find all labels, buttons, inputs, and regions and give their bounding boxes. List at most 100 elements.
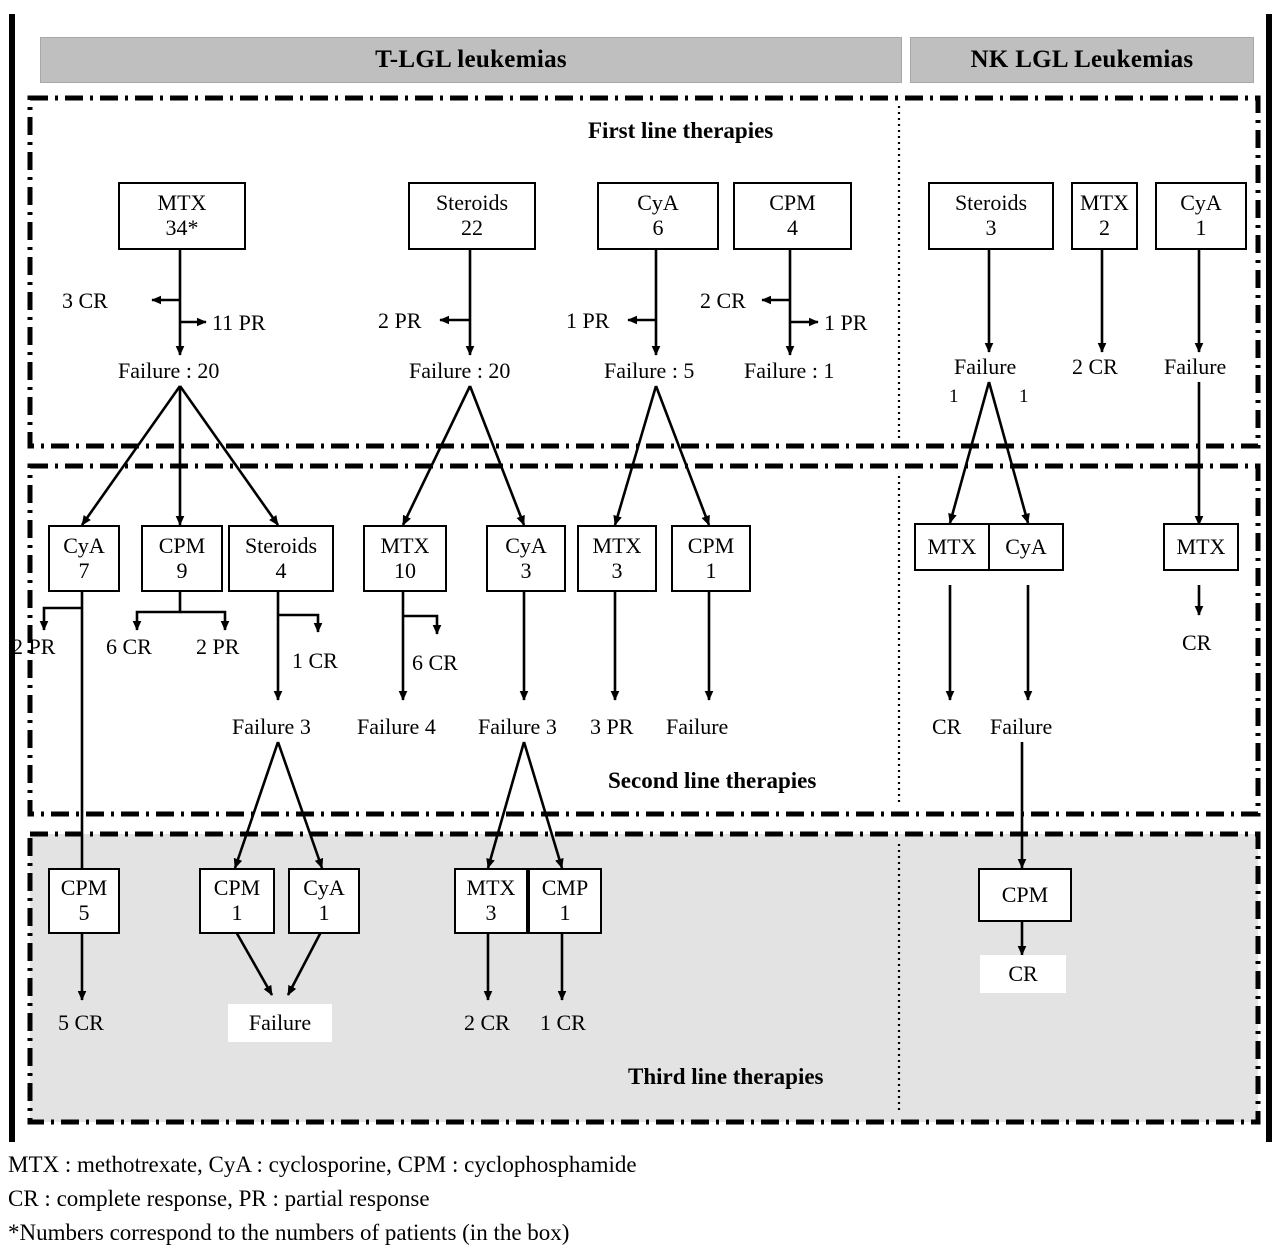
- node-n1-steroids[interactable]: Steroids 3: [928, 182, 1054, 250]
- node-drug: CMP: [541, 875, 589, 901]
- node-drug: CPM: [60, 875, 108, 901]
- node-drug: CyA: [1180, 190, 1222, 216]
- node-drug: MTX: [927, 533, 977, 559]
- outcome-t2-cpm-cr: 6 CR: [106, 634, 152, 659]
- node-count: 1: [705, 557, 717, 583]
- outcome-n1-mtx-cr: 2 CR: [1072, 354, 1118, 379]
- node-count: 9: [176, 557, 188, 583]
- node-drug: MTX: [1176, 533, 1226, 559]
- legend-line-3: *Numbers correspond to the numbers of pa…: [8, 1220, 570, 1245]
- node-drug: MTX: [592, 532, 642, 558]
- outcome-t2-mtx3-pr: 3 PR: [590, 714, 634, 739]
- node-count: 5: [78, 900, 90, 925]
- node-t2-mtx3[interactable]: MTX 3: [577, 525, 657, 592]
- node-count: 4: [275, 557, 287, 583]
- node-drug: MTX: [157, 190, 207, 216]
- outcome-t3-failure: Failure: [248, 1010, 312, 1035]
- node-drug: Steroids: [435, 190, 509, 216]
- node-drug: MTX: [1080, 190, 1129, 216]
- outcome-t1-cpm-failure: Failure : 1: [744, 358, 835, 383]
- node-count: 10: [394, 557, 416, 583]
- node-drug: CyA: [63, 532, 105, 558]
- node-drug: CyA: [637, 190, 679, 216]
- section-label-second: Second line therapies: [608, 768, 817, 793]
- outcome-n3-cpm-cr: CR: [1008, 961, 1038, 986]
- outcome-t2-cya-pr: 2 PR: [12, 634, 56, 659]
- outcome-t1-mtx-failure: Failure : 20: [118, 358, 220, 383]
- legend-line-1: MTX : methotrexate, CyA : cyclosporine, …: [8, 1152, 637, 1177]
- outcome-t1-steroids-pr: 2 PR: [378, 308, 422, 333]
- outcome-n3-cpm-cr-box: CR: [980, 955, 1066, 993]
- outcome-t2-cpm-pr: 2 PR: [196, 634, 240, 659]
- outcome-t2-cya3-failure: Failure 3: [478, 714, 557, 739]
- node-t1-steroids[interactable]: Steroids 22: [408, 182, 536, 250]
- node-t1-cpm[interactable]: CPM 4: [733, 182, 852, 250]
- node-n2-cya[interactable]: CyA: [988, 523, 1064, 571]
- node-count: 2: [1099, 215, 1110, 240]
- outcome-t3-failure-box: Failure: [228, 1004, 332, 1042]
- node-drug: CyA: [303, 875, 345, 901]
- header-nk-lgl-label: NK LGL Leukemias: [970, 46, 1194, 73]
- node-t3-cpm5[interactable]: CPM 5: [48, 868, 120, 934]
- outcome-t1-cpm-pr: 1 PR: [824, 310, 868, 335]
- header-t-lgl: T-LGL leukemias: [40, 37, 902, 83]
- outcome-t1-cya-pr: 1 PR: [566, 308, 610, 333]
- node-drug: MTX: [466, 875, 516, 901]
- node-t2-cpm[interactable]: CPM 9: [141, 525, 223, 592]
- node-t3-cya1[interactable]: CyA 1: [288, 868, 360, 934]
- outcome-t2-mtx-cr: 6 CR: [412, 650, 458, 675]
- node-t2-steroids[interactable]: Steroids 4: [228, 525, 334, 592]
- node-n1-mtx[interactable]: MTX 2: [1071, 182, 1138, 250]
- legend-line-2: CR : complete response, PR : partial res…: [8, 1186, 430, 1211]
- outcome-t3-mtx3-cr: 2 CR: [464, 1010, 510, 1035]
- node-t2-cya3[interactable]: CyA 3: [486, 525, 566, 592]
- node-t3-mtx3[interactable]: MTX 3: [454, 868, 528, 934]
- node-count: 7: [78, 557, 90, 583]
- node-drug: CyA: [1005, 533, 1047, 559]
- node-t2-mtx[interactable]: MTX 10: [363, 525, 447, 592]
- node-t1-mtx[interactable]: MTX 34*: [118, 182, 246, 250]
- node-count: 3: [611, 557, 623, 583]
- node-t3-cmp1[interactable]: CMP 1: [528, 868, 602, 934]
- node-drug: CPM: [687, 532, 735, 558]
- node-n1-cya[interactable]: CyA 1: [1155, 182, 1247, 250]
- node-drug: MTX: [380, 532, 430, 558]
- node-t2-cya[interactable]: CyA 7: [48, 525, 120, 592]
- node-count: 34*: [165, 215, 199, 240]
- node-drug: CyA: [505, 532, 547, 558]
- node-n3-cpm[interactable]: CPM: [978, 868, 1072, 922]
- node-count: 3: [985, 215, 997, 240]
- outcome-t3-cpm5-cr: 5 CR: [58, 1010, 104, 1035]
- node-drug: CPM: [213, 875, 261, 901]
- node-count: 1: [231, 900, 243, 925]
- outcome-t1-cya-failure: Failure : 5: [604, 358, 695, 383]
- node-drug: Steroids: [954, 190, 1028, 216]
- branch-label-n1-right: 1: [1019, 386, 1029, 407]
- outcome-n1-cya-failure: Failure: [1164, 354, 1227, 379]
- outcome-t1-mtx-pr: 11 PR: [212, 310, 266, 335]
- node-drug: CPM: [1001, 881, 1049, 907]
- node-drug: CPM: [769, 190, 816, 216]
- header-t-lgl-label: T-LGL leukemias: [375, 46, 567, 73]
- node-t1-cya[interactable]: CyA 6: [597, 182, 719, 250]
- section-label-first: First line therapies: [588, 118, 774, 143]
- outcome-t1-cpm-cr: 2 CR: [700, 288, 746, 313]
- node-drug: Steroids: [244, 532, 318, 558]
- node-count: 6: [652, 215, 664, 240]
- outcome-t1-mtx-cr: 3 CR: [62, 288, 108, 313]
- node-count: 22: [461, 215, 483, 240]
- outcome-n1-steroids-failure: Failure: [954, 354, 1017, 379]
- header-nk-lgl: NK LGL Leukemias: [910, 37, 1254, 83]
- outcome-t2-steroids-failure: Failure 3: [232, 714, 311, 739]
- node-count: 1: [318, 900, 330, 925]
- node-count: 1: [559, 900, 571, 925]
- outcome-n2-mtx-cr: CR: [932, 714, 962, 739]
- node-n2-mtx-right[interactable]: MTX: [1163, 523, 1239, 571]
- node-count: 1: [1195, 215, 1207, 240]
- node-count: 4: [787, 215, 798, 240]
- node-n2-mtx[interactable]: MTX: [914, 523, 990, 571]
- node-t3-cpm1[interactable]: CPM 1: [199, 868, 275, 934]
- outcome-t2-mtx-failure: Failure 4: [357, 714, 436, 739]
- node-t2-cpm1[interactable]: CPM 1: [671, 525, 751, 592]
